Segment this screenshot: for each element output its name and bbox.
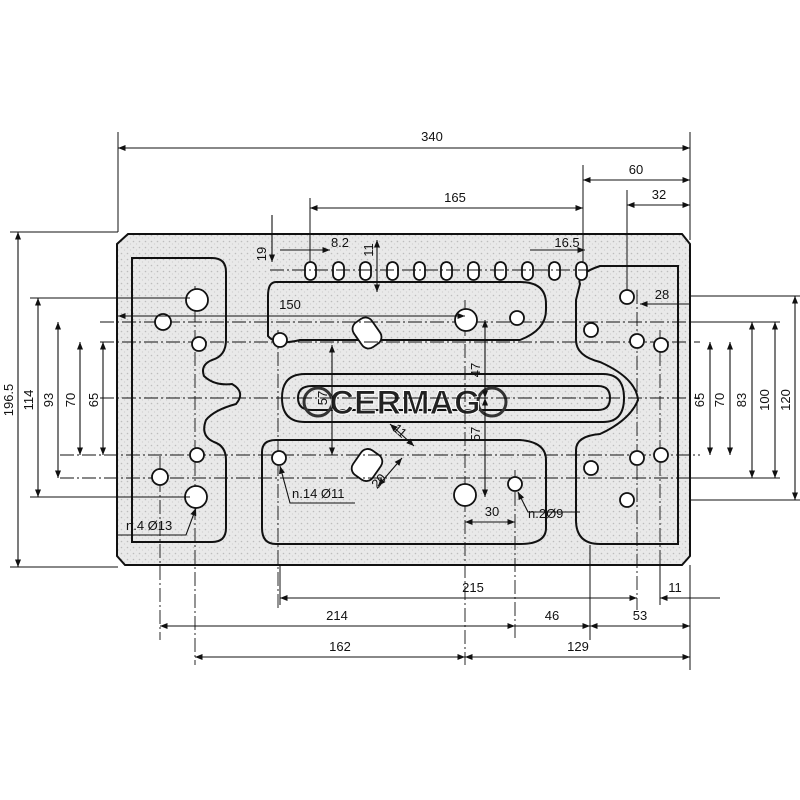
dim-h57-left: 57: [315, 391, 330, 405]
hole-11: [583, 460, 599, 476]
top-slot: [467, 261, 480, 281]
hole-13: [185, 288, 209, 312]
top-slot: [548, 261, 561, 281]
dim-slot-length: 16.5: [554, 235, 579, 250]
dim-h65-left: 65: [86, 393, 101, 407]
hole-11: [619, 289, 635, 305]
top-slot: [359, 261, 372, 281]
note-n2-holes: n.2Ø9: [528, 506, 563, 521]
dim-w214: 214: [326, 608, 348, 623]
hole-11: [272, 332, 288, 348]
long-slot-outer: [280, 373, 626, 423]
right-recess-outline: [575, 265, 679, 545]
hole-11: [653, 337, 669, 353]
dim-height-total: 196.5: [1, 384, 16, 417]
dim-h47: 47: [468, 363, 483, 377]
holes: [151, 288, 669, 509]
watermark-ring-right: [476, 386, 508, 418]
extension-lines: [10, 132, 800, 670]
dim-w11: 11: [668, 580, 682, 595]
note-n14-holes: n.14 Ø11: [292, 486, 345, 501]
dim-w162: 162: [329, 639, 351, 654]
dim-w30: 30: [485, 504, 499, 519]
watermark-text: CERMAG: [329, 384, 480, 422]
top-slot: [521, 261, 534, 281]
dim-w129: 129: [567, 639, 589, 654]
left-recess-outline: [131, 257, 242, 543]
dim-right-32: 32: [652, 187, 666, 202]
dim-hole-150: 150: [279, 297, 301, 312]
dim-h70-left: 70: [63, 393, 78, 407]
dim-w53: 53: [633, 608, 647, 623]
top-slot: [413, 261, 426, 281]
top-center-recess-outline: [267, 281, 547, 344]
hole-11: [583, 322, 599, 338]
cermag-watermark: CERMAG: [302, 384, 508, 423]
dim-slots-span: 165: [444, 190, 466, 205]
hole-11: [271, 450, 287, 466]
top-slot: [304, 261, 317, 281]
top-slot: [332, 261, 345, 281]
dim-h65-right: 65: [692, 393, 707, 407]
note-n4-holes: n.4 Ø13: [126, 518, 172, 533]
leader-lines: [118, 465, 580, 536]
dimension-texts: 340 60 32 165 8.2 11 16.5 19 150 28 196.…: [1, 129, 793, 654]
top-slot: [386, 261, 399, 281]
bottom-center-recess-outline: [261, 439, 547, 545]
angled-slot-top: [351, 316, 383, 350]
angled-slot-bottom: [350, 448, 384, 482]
dimension-lines: [14, 144, 799, 661]
hole-11: [629, 450, 645, 466]
hole-13: [453, 483, 477, 507]
dim-right-28: 28: [655, 287, 669, 302]
hole-11: [191, 336, 207, 352]
dim-h100: 100: [757, 389, 772, 411]
dim-pitch: 8.2: [331, 235, 349, 250]
hole-11: [629, 333, 645, 349]
hole-11: [619, 492, 635, 508]
hole-11: [151, 468, 169, 486]
hole-9: [509, 310, 525, 326]
dim-right-60: 60: [629, 162, 643, 177]
dim-overall-width: 340: [421, 129, 443, 144]
dim-edge-19: 19: [254, 247, 269, 261]
hole-9: [507, 476, 523, 492]
hole-11: [189, 447, 205, 463]
dim-h83: 83: [734, 393, 749, 407]
dim-h93: 93: [41, 393, 56, 407]
dim-h70-right: 70: [712, 393, 727, 407]
top-slot: [494, 261, 507, 281]
hole-11: [653, 447, 669, 463]
dim-slot-height: 11: [361, 243, 376, 257]
dim-h120: 120: [778, 389, 793, 411]
dim-h114: 114: [21, 390, 36, 411]
long-slot-inner: [296, 385, 612, 411]
hole-13: [454, 308, 478, 332]
top-slot: [440, 261, 453, 281]
dim-w46: 46: [545, 608, 559, 623]
dim-h57-center: 57: [468, 427, 483, 441]
top-slot: [575, 261, 588, 281]
dim-w215: 215: [462, 580, 484, 595]
